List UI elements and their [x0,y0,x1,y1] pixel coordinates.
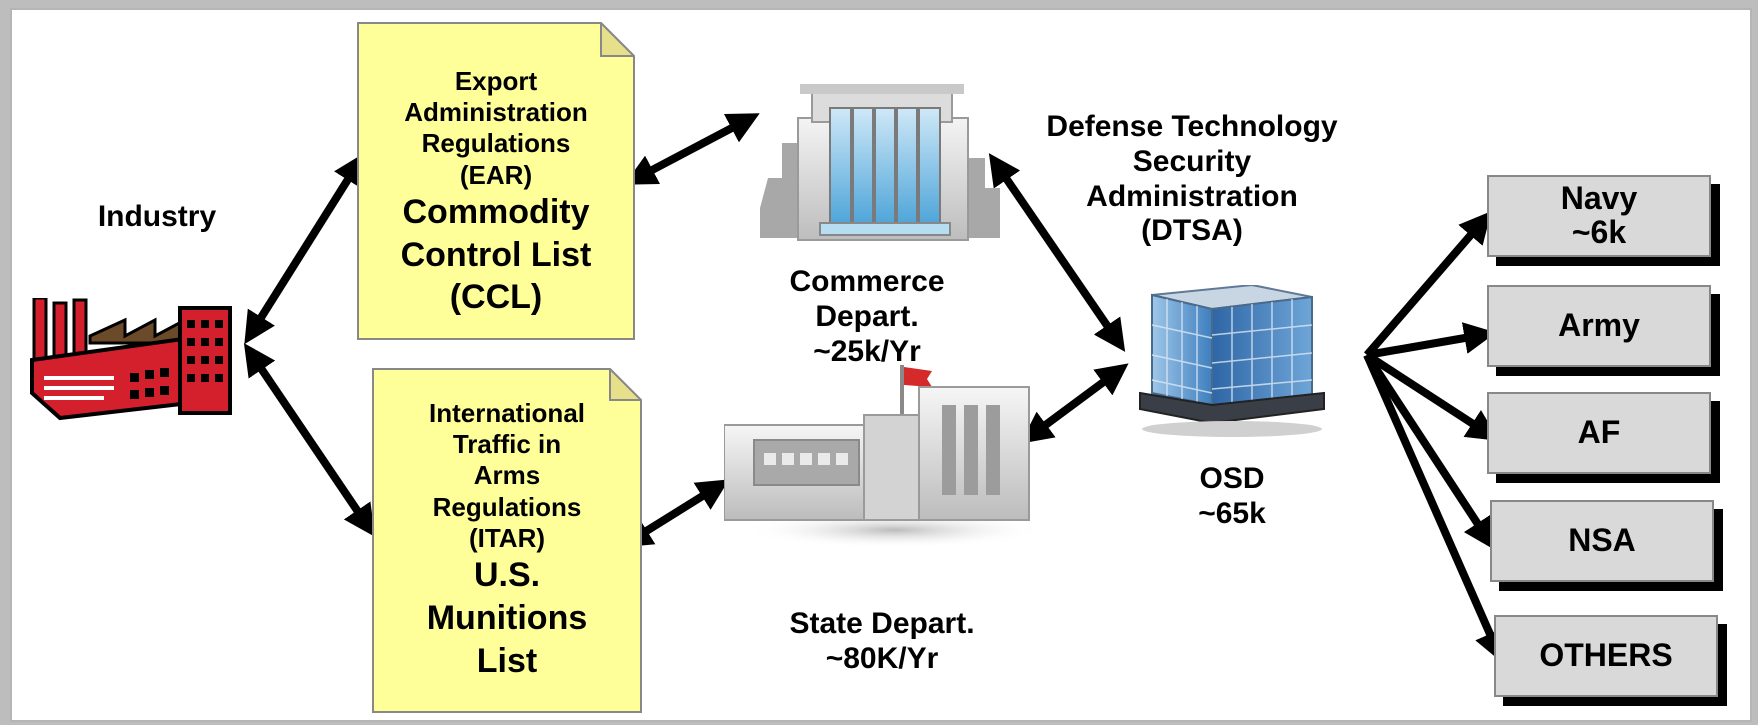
dtsa-label: Defense Technology Security Administrati… [1022,110,1362,249]
factory-icon [30,298,232,421]
dtsa-line-2: Security [1132,144,1252,178]
state-line-1: State Depart. [789,607,975,640]
itar-line-1: International [428,398,585,428]
industry-label: Industry [97,200,217,233]
arrow-industry-ear [244,152,365,345]
af-box: AF [1487,392,1711,474]
arrow-itar-state [619,479,730,548]
arrow-industry-itar [243,343,376,537]
glass-tower-icon [1139,285,1325,437]
commerce-line-1: Commerce [789,265,945,298]
usml-line-1: U.S. [473,555,541,594]
osd-line-2: ~65k [1198,496,1266,530]
usml-line-2: Munitions [426,598,588,637]
arrow-state-osd [1020,363,1129,444]
dtsa-line-1: Defense Technology [1046,110,1338,143]
ear-line-3: Regulations [421,128,571,159]
dtsa-line-4: (DTSA) [1141,214,1243,248]
commerce-line-2: Depart. [815,299,919,333]
government-building-icon [724,365,1034,548]
arrow-osd-army [1366,322,1497,359]
usml-line-3: List [476,641,538,680]
ear-line-2: Administration [404,97,588,128]
arrows-layer [243,113,1505,664]
itar-document: International Traffic in Arms Regulation… [372,368,642,713]
itar-line-5: (ITAR) [468,522,546,553]
arrow-osd-navy [1363,211,1492,358]
itar-line-3: Arms [473,460,541,491]
diagram-canvas: Industry Export Administration Regulatio… [10,8,1752,722]
arrow-osd-others [1363,353,1505,664]
nsa-box: NSA [1490,500,1714,582]
ear-line-1: Export [454,66,538,96]
arrow-commerce-osd [988,153,1126,352]
itar-line-2: Traffic in [452,429,562,460]
ccl-line-1: Commodity [402,192,590,231]
arrow-osd-nsa [1363,352,1495,551]
osd-label: OSD ~65k [1162,462,1302,532]
ear-line-4: (EAR) [459,159,533,190]
ccl-line-2: Control List [400,235,592,274]
others-box: OTHERS [1494,615,1718,697]
ccl-line-3: (CCL) [449,278,543,317]
army-box: Army [1487,285,1711,367]
commerce-line-3: ~25k/Yr [813,334,921,368]
dtsa-line-3: Administration [1086,179,1298,213]
ear-document: Export Administration Regulations (EAR) … [357,22,635,340]
office-building-icon [760,84,1000,241]
itar-line-4: Regulations [432,491,582,522]
commerce-label: Commerce Depart. ~25k/Yr [732,265,1002,369]
navy-box: Navy ~6k [1487,175,1711,257]
state-line-2: ~80K/Yr [825,641,939,675]
osd-line-1: OSD [1199,462,1265,495]
state-label: State Depart. ~80K/Yr [752,607,1012,677]
arrow-osd-af [1364,351,1500,441]
arrow-ear-commerce [624,113,760,185]
